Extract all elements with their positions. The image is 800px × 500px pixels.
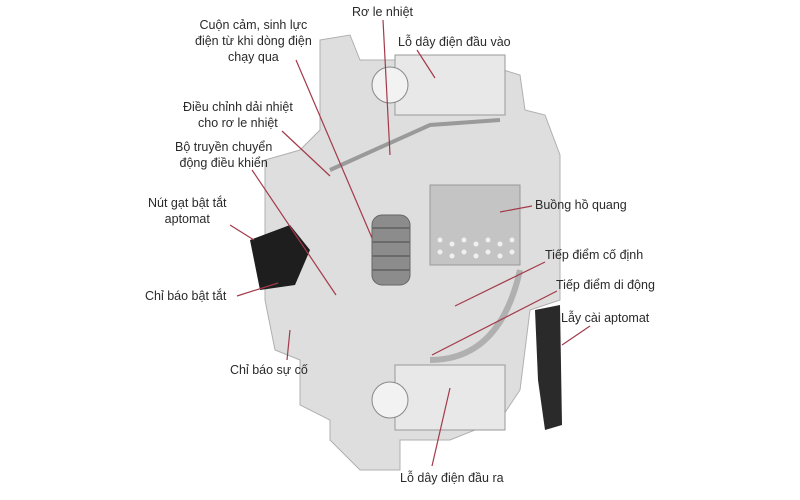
label-arc-chamber: Buồng hồ quang — [535, 198, 627, 212]
output-screw-icon — [371, 381, 409, 419]
label-latch: Lẫy cài aptomat — [561, 311, 650, 325]
label-fault-indicator: Chỉ báo sự cố — [230, 363, 308, 377]
toggle-lever — [250, 225, 310, 290]
label-output-terminal: Lỗ dây điện đầu ra — [400, 471, 504, 485]
label-line: Điều chỉnh dải nhiệt — [183, 100, 293, 114]
latch-part — [535, 305, 562, 430]
label-line: Bộ truyền chuyển — [175, 140, 273, 154]
label-fixed-contact: Tiếp điểm cố định — [545, 248, 644, 262]
leader-lines — [229, 19, 591, 467]
output-terminal-block — [394, 364, 506, 431]
label-line: cho rơ le nhiệt — [198, 116, 278, 130]
thermal-bimetal — [329, 118, 501, 172]
input-screw-icon — [371, 66, 409, 104]
label-thermal-adjust: Điều chỉnh dải nhiệt cho rơ le nhiệt — [183, 99, 293, 131]
coil-spring — [371, 214, 411, 286]
input-terminal-block — [394, 54, 506, 116]
label-transmission: Bộ truyền chuyển động điều khiển — [175, 139, 272, 171]
breaker-housing — [264, 34, 561, 471]
label-input-terminal: Lỗ dây điện đầu vào — [398, 35, 511, 49]
label-line: chạy qua — [228, 50, 279, 64]
label-line: Nút gạt bật tắt — [148, 196, 227, 210]
label-inductor: Cuộn cảm, sinh lực điện từ khi dòng điện… — [195, 17, 312, 65]
label-line: aptomat — [164, 212, 210, 226]
arc-chamber — [429, 184, 521, 266]
label-line: động điều khiển — [179, 156, 268, 170]
label-line: Cuộn cảm, sinh lực — [199, 18, 308, 32]
label-line: điện từ khi dòng điện — [195, 34, 312, 48]
label-on-off-indicator: Chỉ báo bật tắt — [145, 289, 227, 303]
label-moving-contact: Tiếp điểm di động — [556, 278, 655, 292]
label-thermal-relay: Rơ le nhiệt — [352, 5, 414, 19]
label-toggle: Nút gạt bật tắt aptomat — [148, 195, 227, 227]
arc-runner — [429, 269, 523, 363]
arc-chamber-holes — [437, 237, 515, 259]
